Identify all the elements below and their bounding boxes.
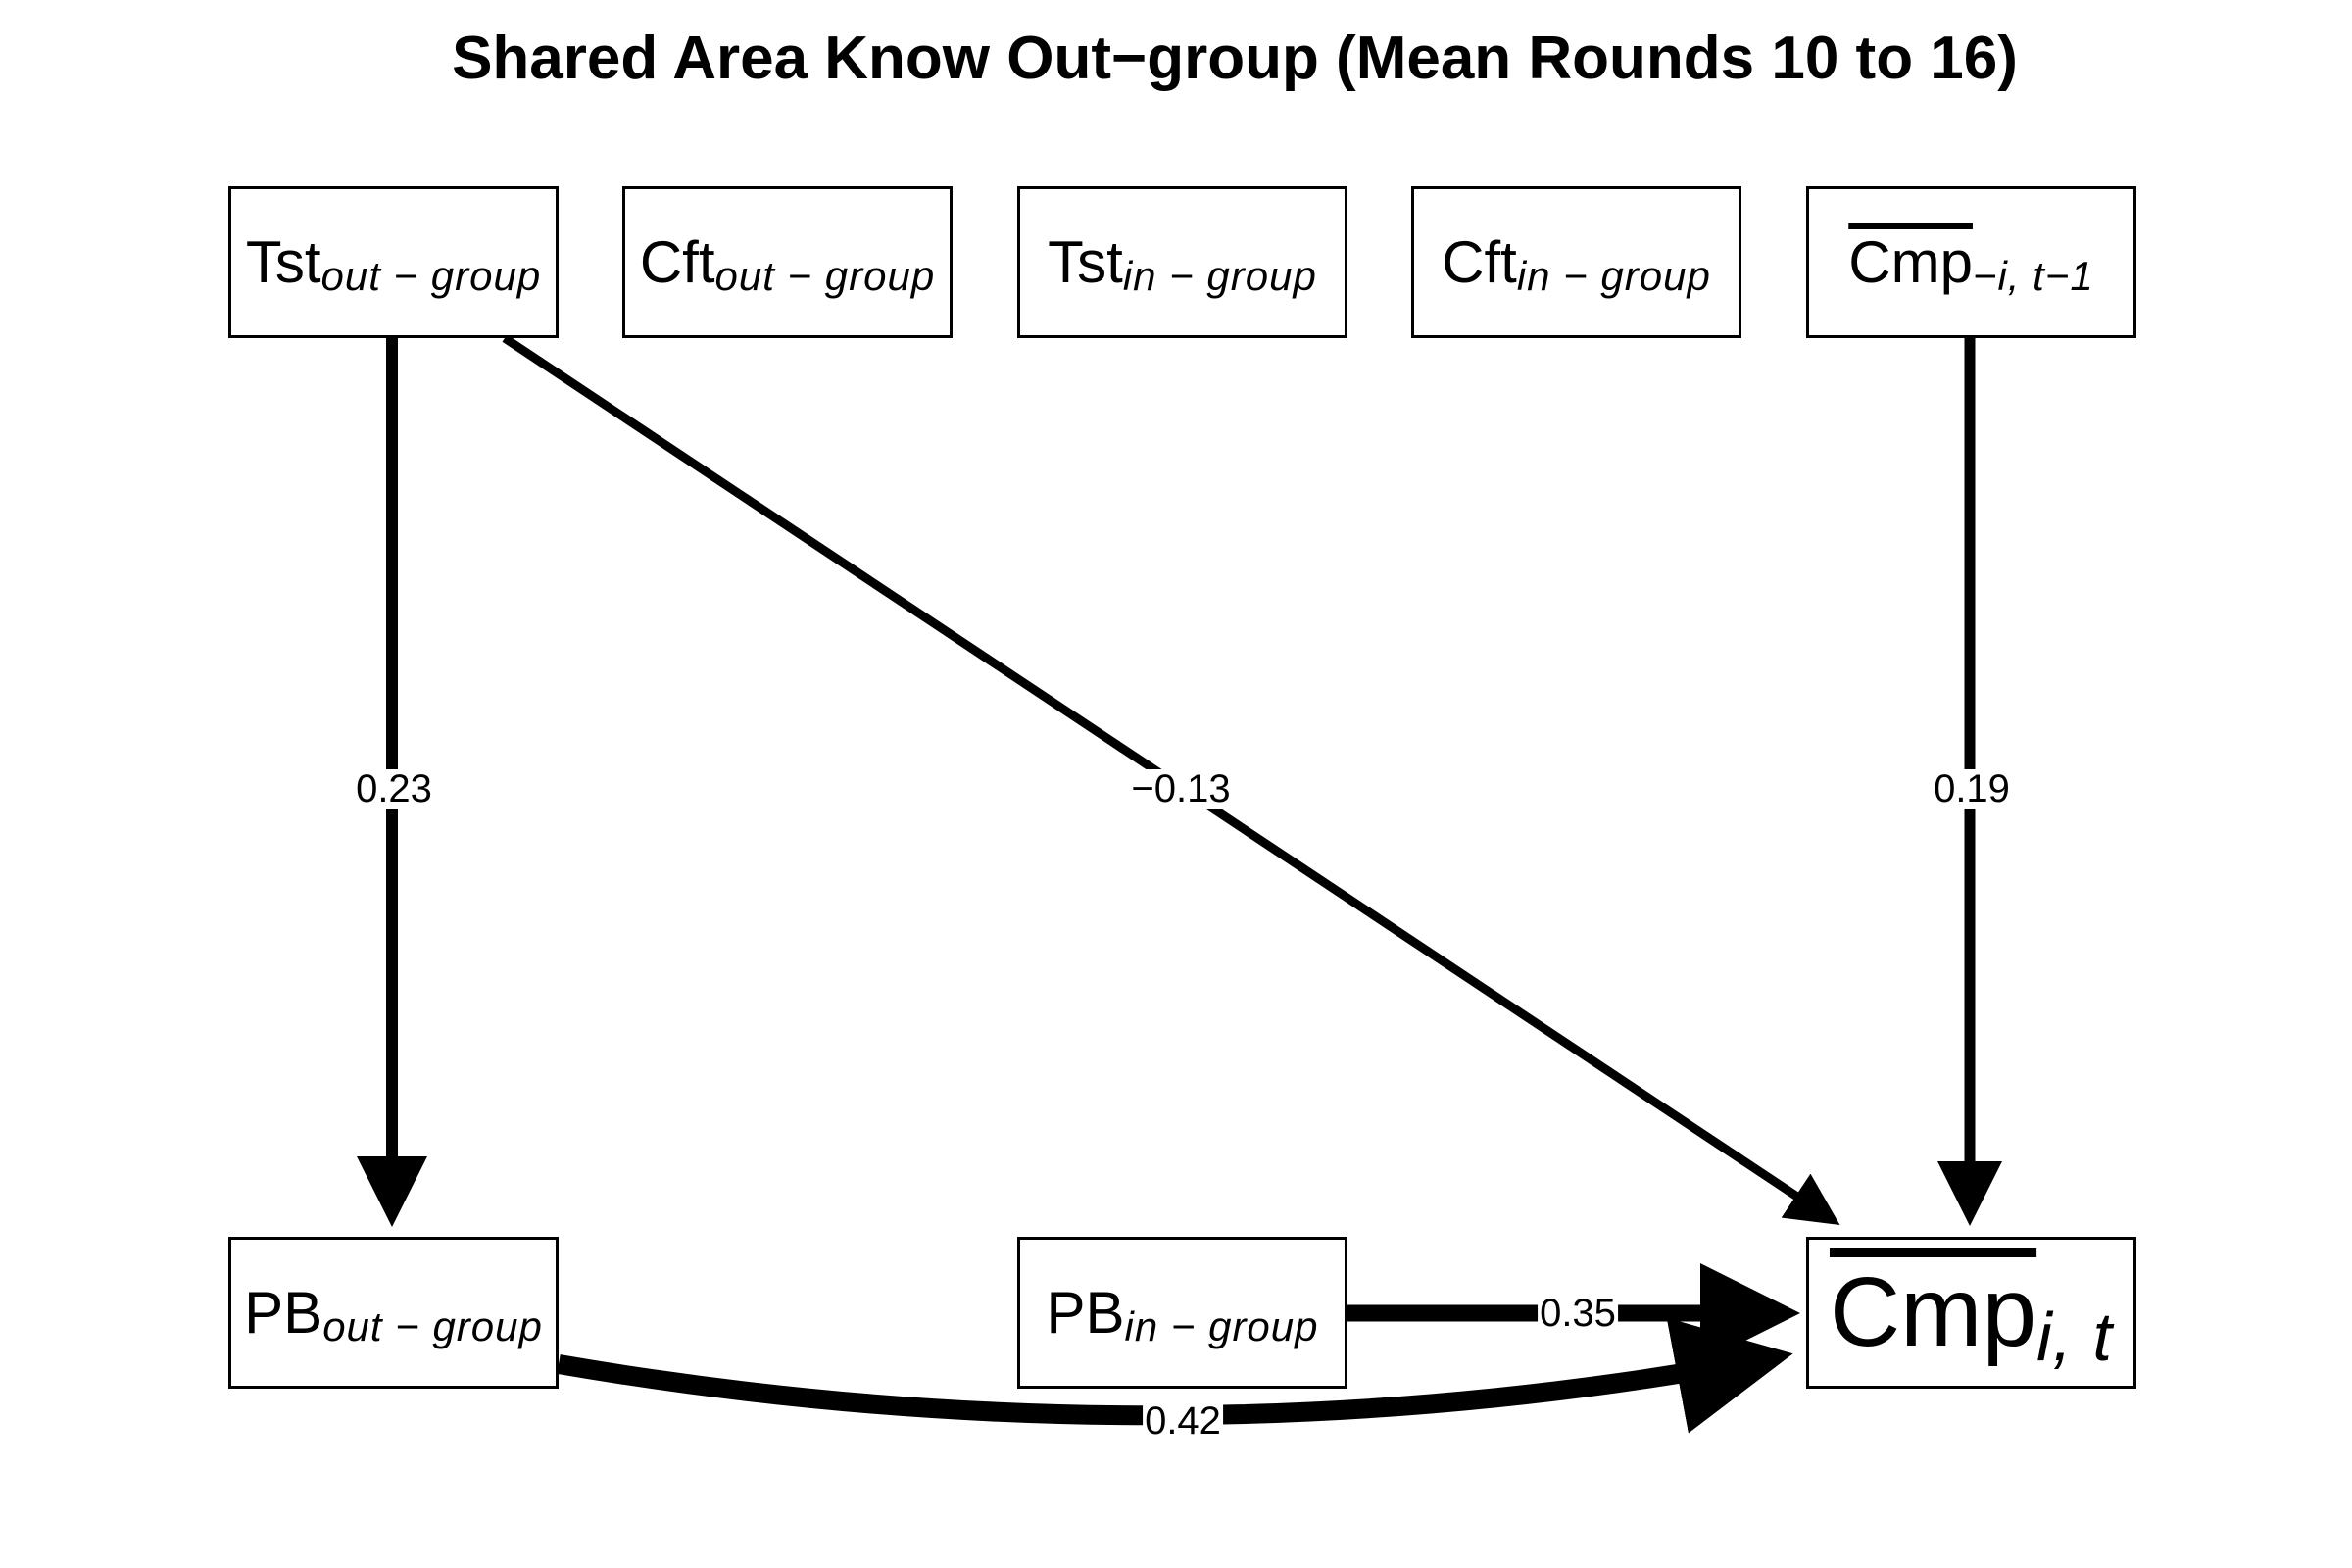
edge-label-tst-out-to-cmp-it: −0.13: [1129, 767, 1233, 810]
diagram-title: Shared Area Know Out−group (Mean Rounds …: [452, 24, 2018, 92]
edge-label-tst-out-to-pb-out: 0.23: [354, 767, 434, 810]
edge-label-pb-out-to-cmp-it: 0.42: [1143, 1399, 1223, 1443]
edge-label-cmp-lag-to-cmp-it: 0.19: [1932, 767, 2012, 810]
edge-label-pb-in-to-cmp-it: 0.35: [1538, 1292, 1618, 1335]
node-cmp-lagged: Cmp−i, t−1: [1806, 186, 2136, 338]
